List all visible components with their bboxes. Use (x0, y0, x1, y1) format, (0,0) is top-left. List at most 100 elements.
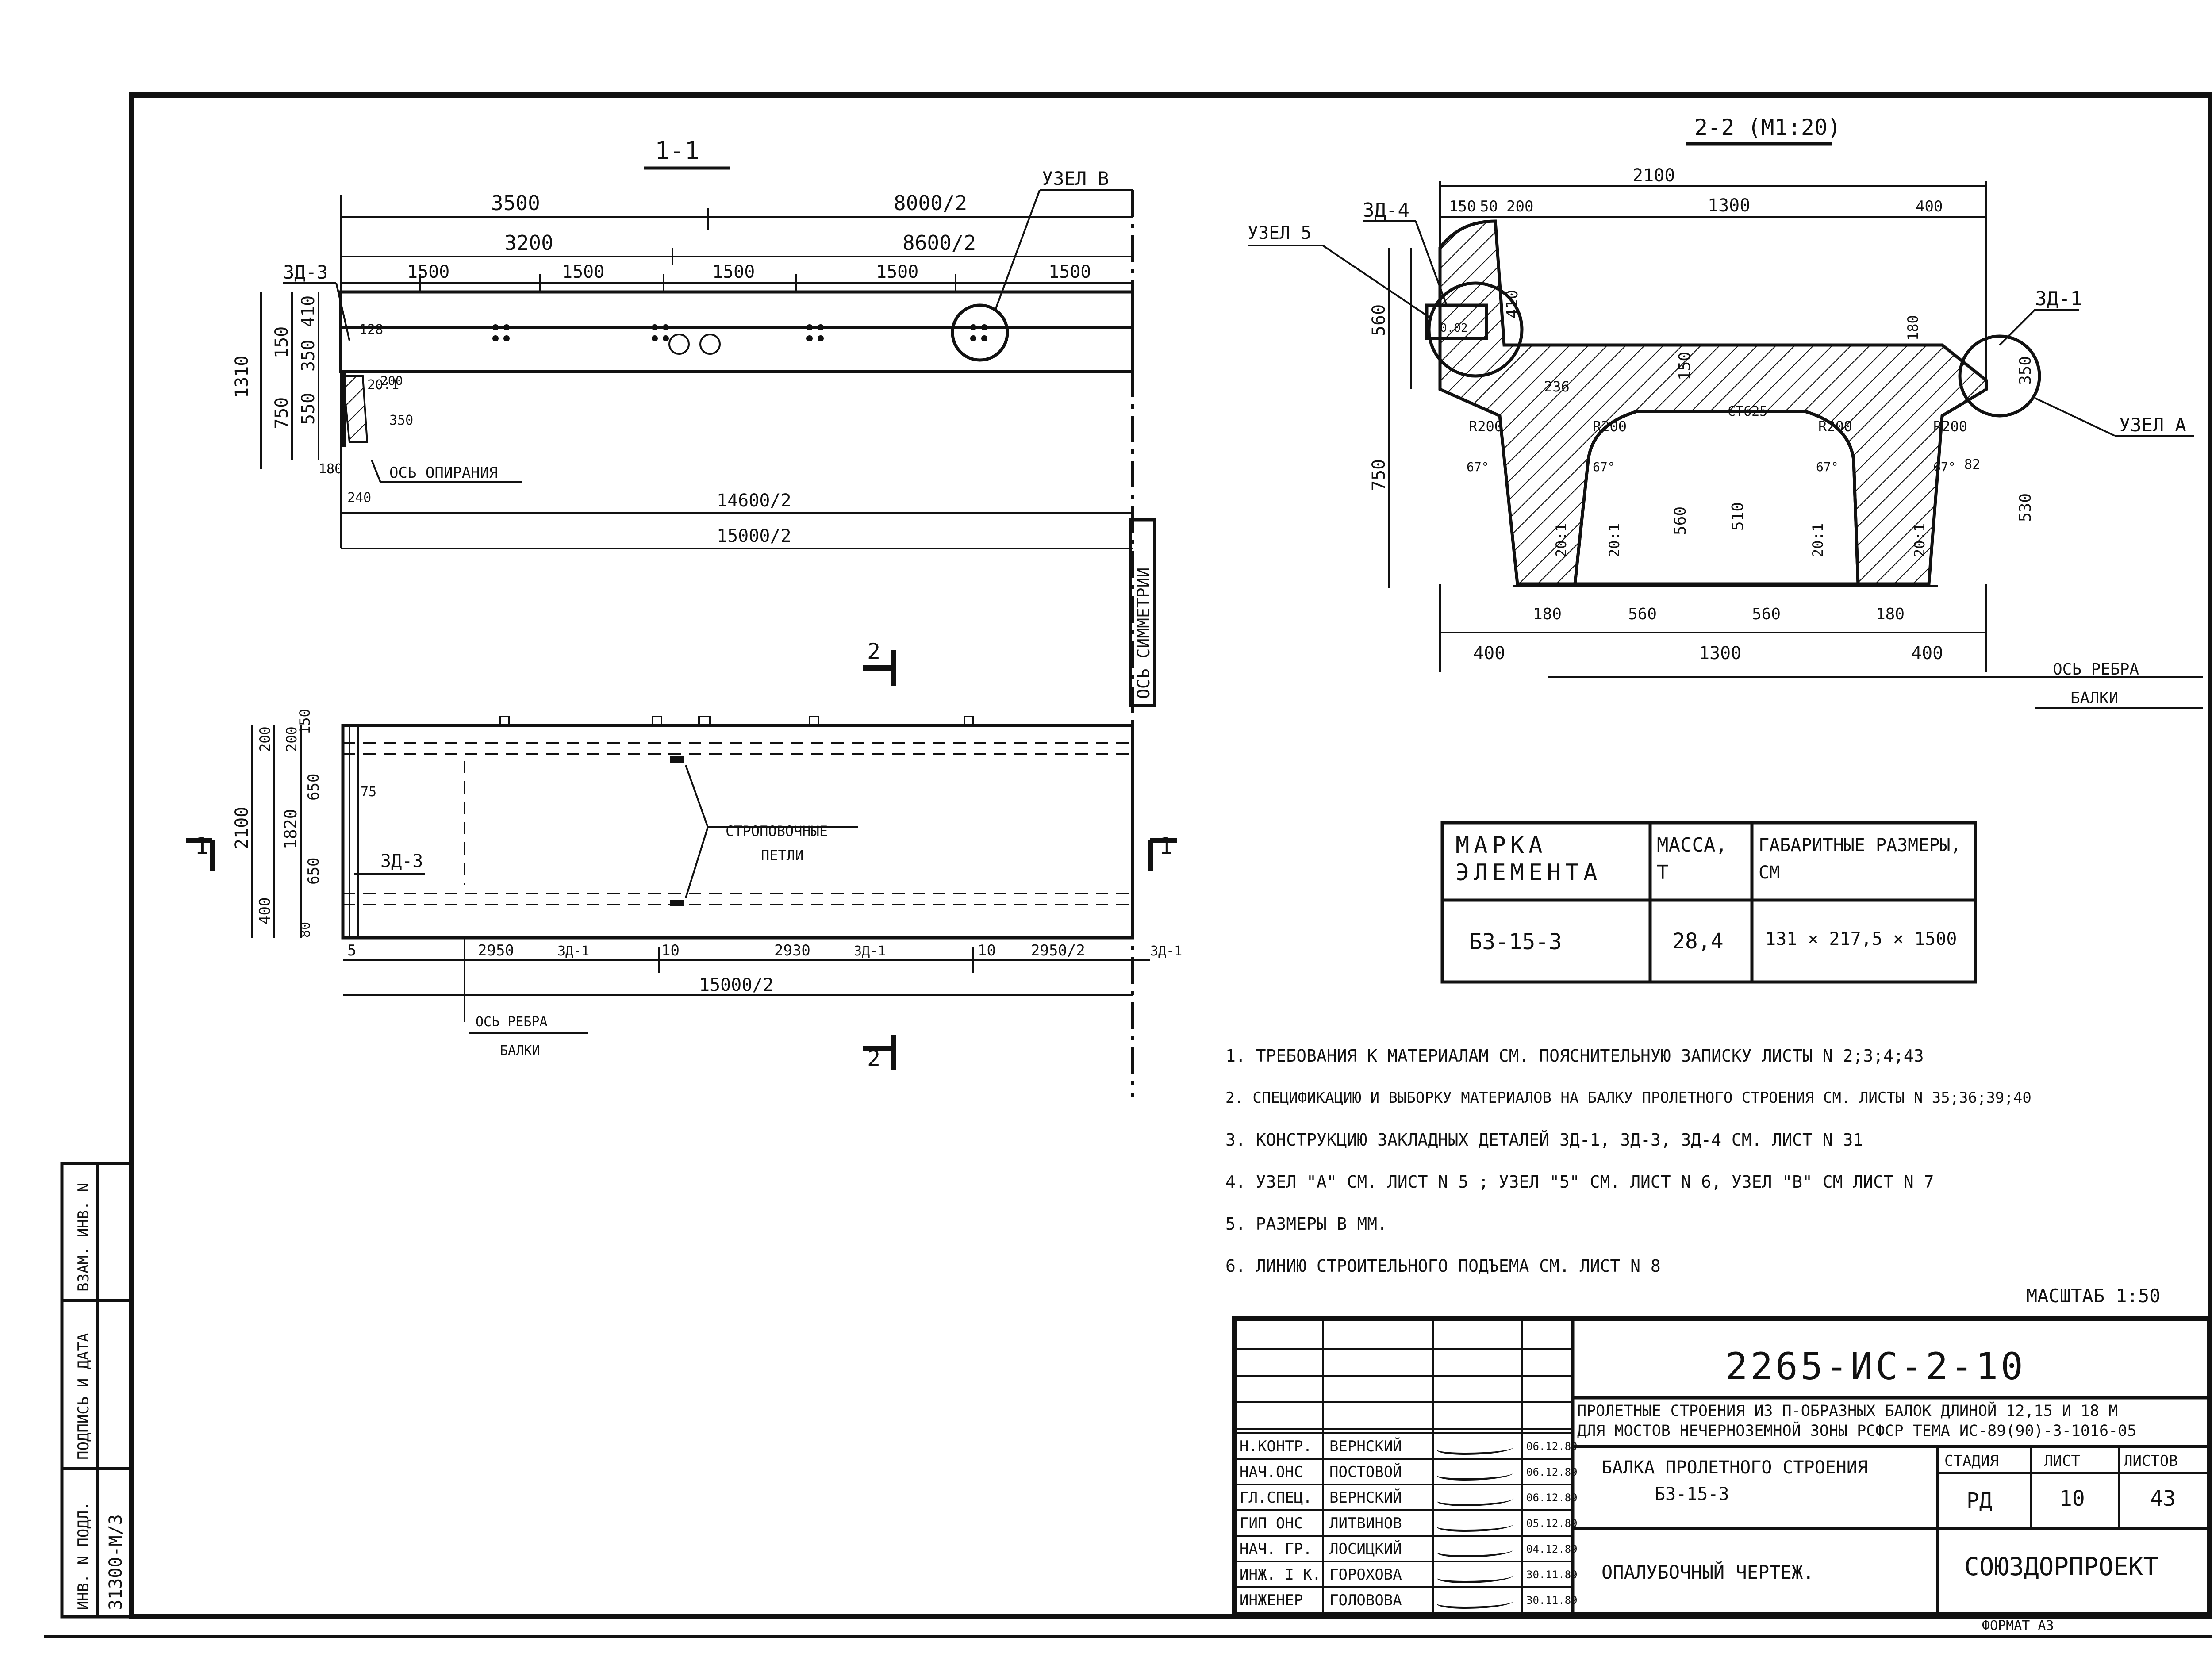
svg-text:180: 180 (1905, 315, 1921, 341)
svg-text:67°: 67° (1467, 460, 1489, 474)
svg-text:128: 128 (359, 322, 383, 338)
callout-node-b: УЗЕЛ В (1042, 168, 1109, 189)
signer-role: НАЧ.ОНС (1240, 1463, 1303, 1481)
signer-role: Н.КОНТР. (1240, 1438, 1312, 1455)
org-name: СОЮЗДОРПРОЕКТ (1964, 1553, 2158, 1581)
signer-name: ГОРОХОВА (1329, 1566, 1402, 1584)
svg-text:150: 150 (296, 709, 313, 734)
svg-text:550: 550 (298, 393, 319, 425)
signer-name: ЛОСИЦКИЙ (1329, 1540, 1402, 1558)
section-1-1-title: 1-1 (655, 137, 699, 165)
svg-text:20:1: 20:1 (1911, 523, 1928, 557)
stage-header-sheet: ЛИСТ (2044, 1452, 2080, 1470)
signer-name: ВЕРНСКИЙ (1329, 1489, 1402, 1507)
element-line-2: Б3-15-3 (1655, 1484, 1729, 1504)
table-header-dims: ГАБАРИТНЫЕ РАЗМЕРЫ, СМ (1759, 835, 1961, 883)
svg-text:750: 750 (272, 397, 292, 429)
note-6: 6. ЛИНИЮ СТРОИТЕЛЬНОГО ПОДЪЕМА СМ. ЛИСТ … (1225, 1256, 1661, 1276)
plan-section-mark-1-left: 1 (195, 833, 208, 859)
signer-role: ИНЖ. I К. (1240, 1566, 1321, 1584)
svg-text:350: 350 (2016, 356, 2035, 385)
svg-text:67°: 67° (1593, 460, 1615, 474)
dim-8000-2: 8000/2 (894, 191, 967, 215)
signer-role: ГЛ.СПЕЦ. (1240, 1489, 1312, 1507)
svg-text:82: 82 (1964, 457, 1980, 472)
plan-view: 2 СТРОПОВОЧНЫЕ ПЕТЛИ 3Д-3 75 (186, 639, 1182, 1071)
side-stamp-vzam: ВЗАМ. ИНВ. N (75, 1183, 92, 1292)
note-4: 4. УЗЕЛ "А" СМ. ЛИСТ N 5 ; УЗЕЛ "5" СМ. … (1225, 1172, 1934, 1192)
svg-text:180: 180 (1876, 605, 1905, 623)
svg-text:200: 200 (283, 726, 300, 752)
svg-text:750: 750 (1369, 459, 1389, 491)
section-2-2-title: 2-2 (М1:20) (1694, 115, 1841, 140)
callout-3d3-elevation: 3Д-3 (283, 261, 328, 283)
dim-1500-e: 1500 (1048, 262, 1091, 282)
svg-text:400: 400 (1911, 643, 1943, 664)
signer-date: 04.12.89 (1526, 1543, 1578, 1555)
signer-name: ЛИТВИНОВ (1329, 1515, 1402, 1532)
signer-name: ВЕРНСКИЙ (1329, 1438, 1402, 1455)
svg-text:2100: 2100 (1632, 165, 1675, 186)
svg-text:180: 180 (1533, 605, 1562, 623)
svg-text:3Д-1: 3Д-1 (854, 944, 886, 959)
lifting-loops-label-1: СТРОПОВОЧНЫЕ (726, 823, 828, 840)
section-1-1: 1-1 3500 8000/2 3200 8600/2 1500 1500 15… (232, 137, 1156, 1097)
svg-text:410: 410 (298, 295, 319, 327)
svg-text:80: 80 (298, 922, 313, 938)
signer-name: ПОСТОВОЙ (1329, 1463, 1402, 1481)
svg-text:350: 350 (298, 340, 319, 372)
signer-date: 30.11.89 (1526, 1594, 1578, 1607)
svg-text:14600/2: 14600/2 (717, 491, 791, 511)
rib-axis-label-1: ОСЬ РЕБРА (2053, 660, 2139, 679)
svg-text:R200: R200 (1818, 418, 1852, 435)
svg-text:20:1: 20:1 (367, 377, 399, 393)
support-axis-label: ОСЬ ОПИРАНИЯ (389, 464, 498, 482)
svg-text:650: 650 (305, 858, 323, 885)
stage-value: РД (1966, 1488, 1992, 1513)
svg-text:3Д-1: 3Д-1 (1150, 944, 1182, 959)
dim-1500-c: 1500 (712, 262, 755, 282)
callout-3d4: 3Д-4 (1363, 199, 1409, 222)
svg-text:50: 50 (1480, 198, 1498, 215)
note-5: 5. РАЗМЕРЫ В ММ. (1225, 1214, 1388, 1234)
svg-text:20:1: 20:1 (1553, 523, 1570, 557)
signer-date: 05.12.89 (1526, 1517, 1578, 1530)
svg-text:15000/2: 15000/2 (699, 975, 774, 995)
svg-text:150: 150 (1676, 352, 1694, 380)
drawing-name: ОПАЛУБОЧНЫЙ ЧЕРТЕЖ. (1601, 1561, 1814, 1583)
svg-text:560: 560 (1671, 506, 1690, 535)
signer-date: 06.12.89 (1526, 1466, 1578, 1478)
dim-1500-d: 1500 (876, 262, 918, 282)
stage-header-stage: СТАДИЯ (1944, 1452, 1999, 1470)
svg-text:67°: 67° (1816, 460, 1839, 474)
symmetry-axis-label: ОСЬ СИММЕТРИИ (1134, 568, 1153, 699)
svg-text:1310: 1310 (232, 356, 252, 398)
svg-text:2100: 2100 (232, 807, 252, 849)
svg-text:150: 150 (1449, 198, 1476, 215)
stage-header-sheets: ЛИСТОВ (2124, 1452, 2178, 1470)
callout-node-a: УЗЕЛ А (2119, 414, 2186, 436)
table-cell-dims: 131 × 217,5 × 1500 (1765, 929, 1957, 949)
note-2: 2. СПЕЦИФИКАЦИЮ И ВЫБОРКУ МАТЕРИАЛОВ НА … (1225, 1089, 2032, 1107)
dim-3200: 3200 (504, 231, 553, 255)
plan-section-marker-2-top: 2 (867, 639, 880, 664)
svg-text:2950: 2950 (478, 942, 514, 959)
svg-text:75: 75 (361, 784, 376, 800)
svg-text:400: 400 (256, 898, 274, 924)
outer-frame (129, 92, 2212, 1619)
svg-text:1820: 1820 (281, 809, 300, 849)
svg-text:R200: R200 (1933, 418, 1967, 435)
format-label: ФОРМАТ А3 (1982, 1618, 2054, 1634)
section-2-2: 2-2 (М1:20) 2100 150 50 200 1300 400 180… (1248, 115, 2203, 709)
side-stamp-sign: ПОДПИСЬ И ДАТА (75, 1333, 92, 1460)
table-cell-mark: Б3-15-3 (1469, 929, 1562, 955)
svg-text:1300: 1300 (1699, 643, 1741, 664)
project-line-1: ПРОЛЕТНЫЕ СТРОЕНИЯ ИЗ П-ОБРАЗНЫХ БАЛОК Д… (1577, 1402, 2118, 1420)
dim-8600-2: 8600/2 (902, 231, 976, 255)
project-line-2: ДЛЯ МОСТОВ НЕЧЕРНОЗЕМНОЙ ЗОНЫ РСФСР ТЕМА… (1577, 1422, 2137, 1440)
svg-text:15000/2: 15000/2 (717, 526, 791, 546)
scale-label: МАСШТАБ 1:50 (2026, 1285, 2161, 1307)
table-cell-mass: 28,4 (1672, 929, 1724, 954)
svg-text:650: 650 (305, 774, 323, 801)
